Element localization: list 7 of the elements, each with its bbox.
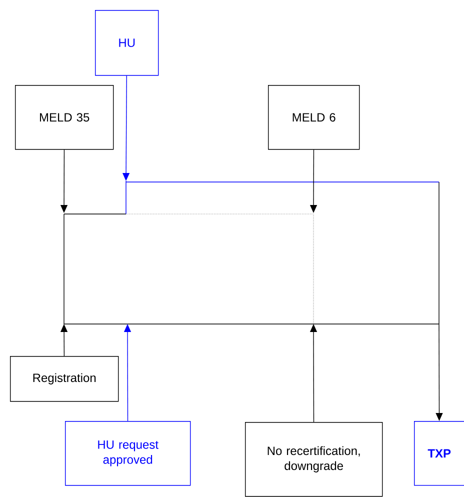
event-box: HU request approved: [65, 421, 191, 486]
event-box: TXP: [414, 421, 464, 486]
event-box: MELD 35: [15, 85, 114, 150]
event-box: No recertification, downgrade: [245, 422, 383, 497]
event-box: HU: [95, 10, 159, 76]
event-box: MELD 6: [268, 85, 360, 150]
event-box: Registration: [10, 356, 119, 402]
